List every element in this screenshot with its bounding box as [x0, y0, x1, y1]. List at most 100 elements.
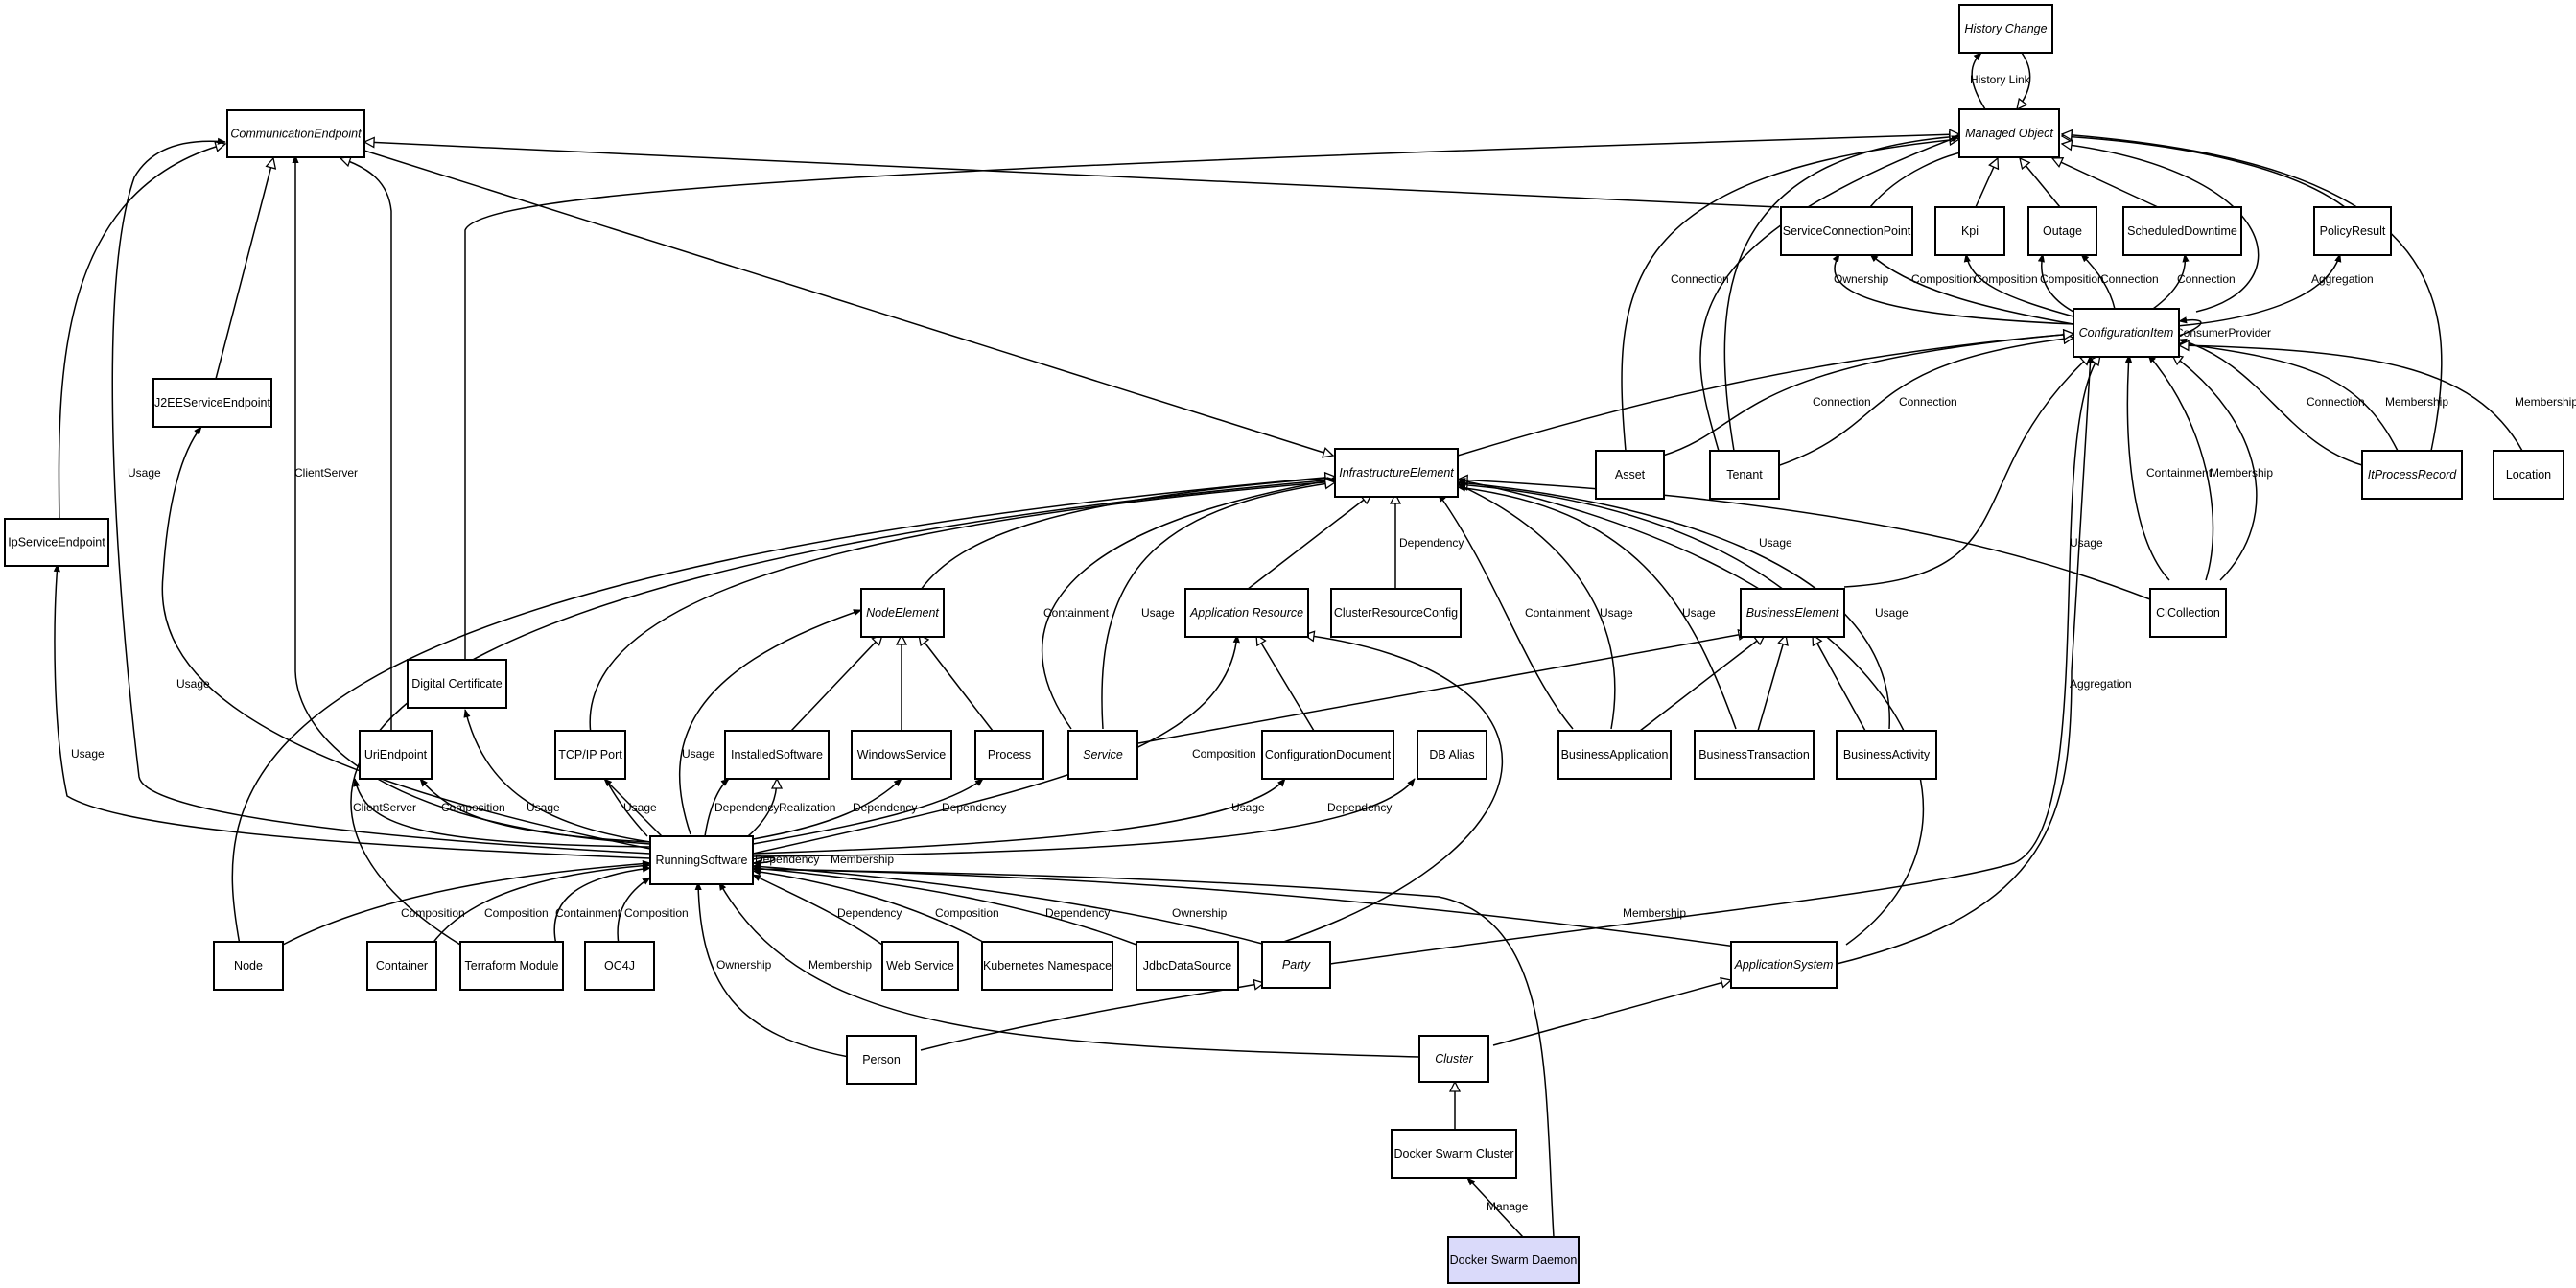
node-outage[interactable]: Outage: [2027, 206, 2097, 256]
node-terraform-module[interactable]: Terraform Module: [459, 941, 564, 991]
node-running-software[interactable]: RunningSoftware: [649, 835, 754, 885]
edge-rs-installed-software-realization: [747, 779, 777, 837]
edge-label-dependency-ws: Dependency: [853, 801, 917, 814]
edge-jdbc-rs-dependency: [752, 865, 1137, 946]
edge-label-connection-tenant-mo: Connection: [1671, 272, 1729, 286]
node-label: ScheduledDowntime: [2127, 224, 2237, 238]
node-process[interactable]: Process: [974, 730, 1044, 780]
node-label: Kubernetes Namespace: [983, 959, 1112, 972]
node-label: BusinessElement: [1746, 606, 1839, 620]
node-oc4j[interactable]: OC4J: [584, 941, 655, 991]
edge-docker-daemon-rs: [752, 865, 1555, 1238]
edge-history-link: [1971, 52, 1986, 110]
node-label: ServiceConnectionPoint: [1783, 224, 1911, 238]
node-label: Docker Swarm Cluster: [1393, 1147, 1513, 1160]
node-it-process-record[interactable]: ItProcessRecord: [2361, 450, 2463, 500]
node-asset[interactable]: Asset: [1595, 450, 1665, 500]
node-db-alias[interactable]: DB Alias: [1417, 730, 1487, 780]
node-ci-collection[interactable]: CiCollection: [2149, 588, 2227, 638]
node-container[interactable]: Container: [366, 941, 437, 991]
edge-rs-configuration-document-usage: [752, 778, 1286, 855]
edge-label-usage-node-element: Usage: [682, 747, 715, 761]
edge-kubernetes-rs-composition: [752, 868, 989, 946]
node-application-system[interactable]: ApplicationSystem: [1730, 941, 1838, 989]
edge-gen-business-element-ci: [1843, 355, 2091, 588]
node-party[interactable]: Party: [1261, 941, 1331, 989]
node-business-activity[interactable]: BusinessActivity: [1836, 730, 1937, 780]
edge-gen-asset-managed-object: [1621, 139, 1959, 452]
node-history-change[interactable]: History Change: [1958, 4, 2053, 54]
node-application-resource[interactable]: Application Resource: [1184, 588, 1309, 638]
node-service[interactable]: Service: [1067, 730, 1138, 780]
edge-rs-installed-software-dependency: [704, 778, 730, 837]
edge-business-activity-ie-usage: [1457, 480, 1890, 730]
node-web-service[interactable]: Web Service: [881, 941, 959, 991]
node-label: BusinessApplication: [1561, 748, 1669, 761]
node-label: InstalledSoftware: [731, 748, 823, 761]
node-infrastructure-element[interactable]: InfrastructureElement: [1334, 448, 1459, 498]
edge-label-ownership-party: Ownership: [1172, 906, 1228, 920]
edge-rs-uri-clientserver: [353, 778, 651, 848]
node-business-application[interactable]: BusinessApplication: [1557, 730, 1672, 780]
node-person[interactable]: Person: [846, 1035, 917, 1085]
node-managed-object[interactable]: Managed Object: [1958, 108, 2060, 158]
edge-label-aggregation-appsys: Aggregation: [2070, 677, 2132, 691]
node-j2ee-service-endpoint[interactable]: J2EEServiceEndpoint: [152, 378, 272, 428]
edge-gen-scheduled-downtime-managed-object: [2052, 158, 2159, 208]
edge-gen-party-ci: [1329, 355, 2100, 965]
node-ip-service-endpoint[interactable]: IpServiceEndpoint: [4, 518, 109, 567]
edge-label-history-link: History Link: [1970, 73, 2031, 86]
edge-label-connection-asset: Connection: [1813, 395, 1871, 409]
node-tcpip-port[interactable]: TCP/IP Port: [554, 730, 626, 780]
node-configuration-document[interactable]: ConfigurationDocument: [1261, 730, 1394, 780]
node-label: RunningSoftware: [656, 854, 748, 867]
edge-label-self-dependency: Dependency: [755, 853, 819, 866]
node-label: JdbcDataSource: [1143, 959, 1231, 972]
node-digital-certificate[interactable]: Digital Certificate: [407, 659, 507, 709]
edge-gen-installed-software-node-element: [790, 635, 882, 732]
node-label: Application Resource: [1189, 606, 1303, 620]
node-business-element[interactable]: BusinessElement: [1740, 588, 1845, 638]
edge-rs-windows-service-dependency: [752, 778, 902, 840]
edge-gen-ci-collection-ie: [1458, 480, 2151, 600]
node-node-element[interactable]: NodeElement: [860, 588, 945, 638]
edge-application-system-ci-aggregation: [1836, 354, 2095, 965]
node-kpi[interactable]: Kpi: [1934, 206, 2005, 256]
edge-gen-uri-ce: [340, 158, 392, 734]
node-service-connection-point[interactable]: ServiceConnectionPoint: [1780, 206, 1913, 256]
node-docker-swarm-cluster[interactable]: Docker Swarm Cluster: [1391, 1129, 1517, 1179]
edge-gen-policy-result-managed-object: [2062, 136, 2346, 208]
node-installed-software[interactable]: InstalledSoftware: [724, 730, 830, 780]
edge-label-composition-container: Composition: [484, 906, 549, 920]
node-configuration-item[interactable]: ConfigurationItem: [2073, 308, 2180, 358]
edge-label-usage-cicoll: Usage: [2070, 536, 2103, 550]
node-label: Service: [1083, 748, 1123, 761]
node-policy-result[interactable]: PolicyResult: [2313, 206, 2392, 256]
edge-gen-jdbc-app-resource: [1275, 635, 1504, 946]
node-tenant[interactable]: Tenant: [1709, 450, 1780, 500]
node-kubernetes-namespace[interactable]: Kubernetes Namespace: [981, 941, 1113, 991]
node-uri-endpoint[interactable]: UriEndpoint: [359, 730, 433, 780]
node-label: CiCollection: [2156, 606, 2220, 620]
node-label: Docker Swarm Daemon: [1450, 1253, 1578, 1267]
node-cluster-resource-config[interactable]: ClusterResourceConfig: [1330, 588, 1462, 638]
edge-label-containment-bizapp: Containment: [1525, 606, 1591, 620]
edge-application-system-ie-usage: [1457, 478, 1925, 946]
edge-gen-ce-infrastructure-element: [363, 150, 1333, 456]
node-jdbc-data-source[interactable]: JdbcDataSource: [1136, 941, 1239, 991]
node-scheduled-downtime[interactable]: ScheduledDowntime: [2122, 206, 2242, 256]
node-node[interactable]: Node: [213, 941, 284, 991]
node-windows-service[interactable]: WindowsService: [851, 730, 952, 780]
node-docker-swarm-daemon[interactable]: Docker Swarm Daemon: [1447, 1236, 1580, 1284]
node-communication-endpoint[interactable]: CommunicationEndpoint: [226, 109, 365, 158]
edge-terraform-rs-containment: [553, 865, 651, 946]
edge-location-ci-membership: [2179, 345, 2523, 452]
node-label: WindowsService: [857, 748, 946, 761]
node-location[interactable]: Location: [2493, 450, 2564, 500]
edge-gen-j2ee-ce: [215, 158, 273, 380]
node-business-transaction[interactable]: BusinessTransaction: [1694, 730, 1815, 780]
edge-label-dependency-is: Dependency: [714, 801, 779, 814]
node-cluster[interactable]: Cluster: [1418, 1035, 1489, 1083]
edge-label-usage-biztrans: Usage: [1682, 606, 1716, 620]
edge-label-aggregation-policy: Aggregation: [2311, 272, 2374, 286]
